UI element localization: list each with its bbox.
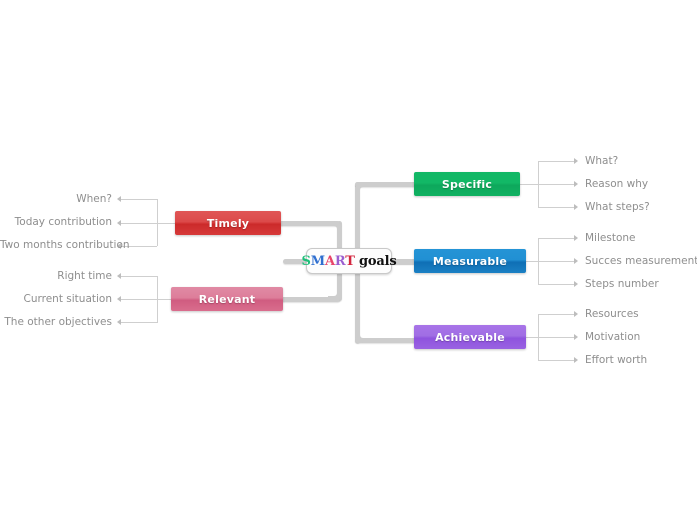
branch-label-relevant: Relevant [198, 292, 256, 306]
leaf-label-two-months-contribution[interactable]: Two months contribution [0, 239, 130, 251]
branch-label-timely: Timely [206, 216, 250, 230]
leaf-stem-timely [157, 223, 175, 224]
center-node-label: SMART goals [302, 255, 397, 268]
leaf-arrow-current-situation-icon [117, 296, 121, 302]
leaf-line-motivation [538, 337, 574, 338]
leaf-line-current-situation [121, 299, 157, 300]
leaf-arrow-the-other-objectives-icon [117, 319, 121, 325]
leaf-stem-specific [520, 184, 538, 185]
left-bracket-top-corner [328, 221, 342, 235]
right-bracket-top-corner [355, 182, 369, 196]
leaf-label-effort-worth[interactable]: Effort worth [585, 354, 648, 366]
smart-letter-a: A [324, 253, 335, 269]
smart-letter-r: R [334, 253, 346, 269]
leaf-label-motivation[interactable]: Motivation [585, 331, 641, 343]
leaf-label-today-contribution[interactable]: Today contribution [14, 216, 112, 228]
leaf-label-resources[interactable]: Resources [585, 308, 639, 320]
leaf-label-what[interactable]: What? [585, 155, 619, 167]
leaf-line-reason-why [538, 184, 574, 185]
branch-label-specific: Specific [441, 177, 493, 191]
leaf-line-steps-number [538, 284, 574, 285]
leaf-arrow-right-time-icon [117, 273, 121, 279]
leaf-arrow-what-steps-icon [574, 204, 578, 210]
branch-node-specific[interactable]: Specific [414, 172, 520, 196]
leaf-line-two-months-contribution [121, 246, 157, 247]
connector-center-right-stub [386, 259, 418, 264]
smart-suffix-goals: goals [354, 253, 397, 269]
leaf-spine-timely [157, 199, 158, 246]
leaf-arrow-what-icon [574, 158, 578, 164]
leaf-line-what-steps [538, 207, 574, 208]
leaf-line-succes-measurement [538, 261, 574, 262]
leaf-arrow-two-months-contribution-icon [117, 243, 121, 249]
smart-letter-t: T [345, 253, 355, 269]
left-bracket-bottom-corner [328, 287, 342, 301]
branch-node-timely[interactable]: Timely [175, 211, 281, 235]
leaf-label-current-situation[interactable]: Current situation [23, 293, 112, 305]
leaf-stem-achievable [526, 337, 538, 338]
right-bracket-bottom-corner [355, 329, 369, 343]
branch-node-measurable[interactable]: Measurable [414, 249, 526, 273]
branch-node-achievable[interactable]: Achievable [414, 325, 526, 349]
leaf-label-what-steps[interactable]: What steps? [585, 201, 650, 213]
leaf-arrow-when-icon [117, 196, 121, 202]
center-node-smart-goals[interactable]: SMART goals [302, 248, 397, 274]
connector-center-relevant [278, 297, 340, 302]
leaf-arrow-motivation-icon [574, 334, 578, 340]
leaf-label-steps-number[interactable]: Steps number [585, 278, 659, 290]
leaf-arrow-steps-number-icon [574, 281, 578, 287]
smart-letter-m: M [310, 253, 325, 269]
leaf-label-milestone[interactable]: Milestone [585, 232, 636, 244]
leaf-arrow-today-contribution-icon [117, 220, 121, 226]
leaf-label-succes-measurement[interactable]: Succes measurement [585, 255, 697, 267]
leaf-line-what [538, 161, 574, 162]
leaf-line-effort-worth [538, 360, 574, 361]
leaf-stem-measurable [526, 261, 538, 262]
leaf-line-resources [538, 314, 574, 315]
leaf-spine-relevant [157, 276, 158, 323]
leaf-label-reason-why[interactable]: Reason why [585, 178, 649, 190]
leaf-line-milestone [538, 238, 574, 239]
leaf-line-today-contribution [121, 223, 157, 224]
connector-center-achievable [355, 338, 417, 343]
leaf-label-the-other-objectives[interactable]: The other objectives [4, 316, 112, 328]
leaf-stem-relevant [157, 299, 171, 300]
leaf-arrow-milestone-icon [574, 235, 578, 241]
branch-label-achievable: Achievable [435, 330, 505, 344]
connector-center-specific [355, 182, 417, 187]
leaf-line-when [121, 199, 157, 200]
connector-center-timely [278, 221, 340, 226]
leaf-label-when[interactable]: When? [76, 193, 112, 205]
branch-node-relevant[interactable]: Relevant [171, 287, 283, 311]
leaf-line-right-time [121, 276, 157, 277]
leaf-line-the-other-objectives [121, 322, 157, 323]
branch-label-measurable: Measurable [432, 254, 508, 268]
leaf-arrow-succes-measurement-icon [574, 258, 578, 264]
leaf-arrow-reason-why-icon [574, 181, 578, 187]
leaf-arrow-effort-worth-icon [574, 357, 578, 363]
leaf-arrow-resources-icon [574, 311, 578, 317]
leaf-label-right-time[interactable]: Right time [57, 270, 112, 282]
smart-letter-s: S [301, 253, 311, 269]
